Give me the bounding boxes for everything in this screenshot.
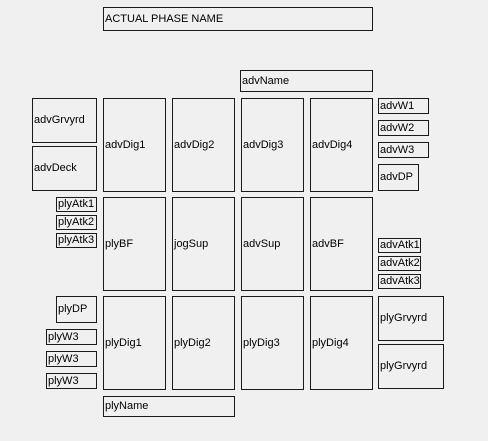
adversary-dig-slot-4[interactable]: advDig4 [310, 98, 373, 192]
player-weapon-slot-3[interactable]: plyW3 [46, 373, 97, 389]
player-weapon-label: plyW3 [48, 330, 79, 343]
adversary-dig-slot-2[interactable]: advDig2 [172, 98, 235, 192]
player-dig-slot-4[interactable]: plyDig4 [310, 296, 373, 390]
player-dig-label: plyDig3 [243, 336, 280, 349]
player-attack-label: plyAtk2 [58, 216, 95, 228]
adversary-deck-zone[interactable]: advDeck [32, 146, 97, 191]
adversary-weapon-slot-2[interactable]: advW2 [378, 120, 429, 136]
player-dig-slot-1[interactable]: plyDig1 [103, 296, 166, 390]
player-attack-label: plyAtk3 [58, 234, 95, 246]
player-dp-label: plyDP [58, 303, 88, 315]
adversary-attack-slot-3[interactable]: advAtk3 [378, 274, 421, 289]
adversary-attack-label: advAtk3 [380, 275, 420, 287]
player-graveyard-label: plyGrvyrd [380, 360, 428, 372]
adversary-attack-label: advAtk1 [380, 239, 420, 251]
adversary-support-label: advSup [243, 237, 281, 250]
phase-name-label: ACTUAL PHASE NAME [103, 7, 373, 31]
adversary-graveyard-zone[interactable]: advGrvyrd [32, 98, 97, 143]
adversary-name-text: advName [242, 74, 290, 87]
jog-support-zone[interactable]: jogSup [172, 197, 235, 291]
player-graveyard-label: plyGrvyrd [380, 312, 428, 324]
player-graveyard-zone-1[interactable]: plyGrvyrd [378, 296, 444, 341]
player-attack-slot-2[interactable]: plyAtk2 [56, 215, 97, 230]
adversary-dig-slot-1[interactable]: advDig1 [103, 98, 166, 192]
adversary-dig-slot-3[interactable]: advDig3 [241, 98, 304, 192]
player-graveyard-zone-2[interactable]: plyGrvyrd [378, 344, 444, 389]
adversary-dig-label: advDig2 [174, 138, 215, 151]
adversary-attack-slot-1[interactable]: advAtk1 [378, 238, 421, 253]
player-weapon-slot-2[interactable]: plyW3 [46, 351, 97, 367]
adversary-weapon-slot-1[interactable]: advW1 [378, 98, 429, 114]
player-attack-slot-3[interactable]: plyAtk3 [56, 233, 97, 248]
adversary-battlefield-label: advBF [312, 237, 344, 250]
adversary-dp-label: advDP [380, 171, 414, 183]
adversary-deck-label: advDeck [34, 162, 77, 174]
player-attack-slot-1[interactable]: plyAtk1 [56, 197, 97, 212]
player-dig-label: plyDig4 [312, 336, 349, 349]
player-weapon-label: plyW3 [48, 374, 79, 387]
adversary-dig-label: advDig3 [243, 138, 284, 151]
adversary-dig-label: advDig4 [312, 138, 353, 151]
player-dp-zone[interactable]: plyDP [56, 296, 97, 323]
adversary-graveyard-label: advGrvyrd [34, 114, 85, 126]
adversary-weapon-label: advW2 [380, 121, 415, 134]
adversary-weapon-label: advW3 [380, 143, 415, 156]
player-attack-label: plyAtk1 [58, 198, 95, 210]
adversary-battlefield-zone[interactable]: advBF [310, 197, 373, 291]
adversary-attack-slot-2[interactable]: advAtk2 [378, 256, 421, 271]
adversary-weapon-slot-3[interactable]: advW3 [378, 142, 429, 158]
jog-support-label: jogSup [174, 237, 209, 250]
player-name-label: plyName [103, 396, 235, 417]
player-dig-slot-3[interactable]: plyDig3 [241, 296, 304, 390]
adversary-attack-label: advAtk2 [380, 257, 420, 269]
player-dig-slot-2[interactable]: plyDig2 [172, 296, 235, 390]
adversary-dp-zone[interactable]: advDP [378, 164, 419, 191]
player-weapon-slot-1[interactable]: plyW3 [46, 329, 97, 345]
adversary-support-zone[interactable]: advSup [241, 197, 304, 291]
player-name-text: plyName [105, 400, 149, 412]
adversary-dig-label: advDig1 [105, 138, 146, 151]
phase-name-text: ACTUAL PHASE NAME [105, 12, 224, 25]
player-battlefield-zone[interactable]: plyBF [103, 197, 166, 291]
adversary-weapon-label: advW1 [380, 99, 415, 112]
player-weapon-label: plyW3 [48, 352, 79, 365]
player-dig-label: plyDig2 [174, 336, 211, 349]
adversary-name-label: advName [240, 70, 373, 92]
player-dig-label: plyDig1 [105, 336, 142, 349]
player-battlefield-label: plyBF [105, 237, 134, 250]
